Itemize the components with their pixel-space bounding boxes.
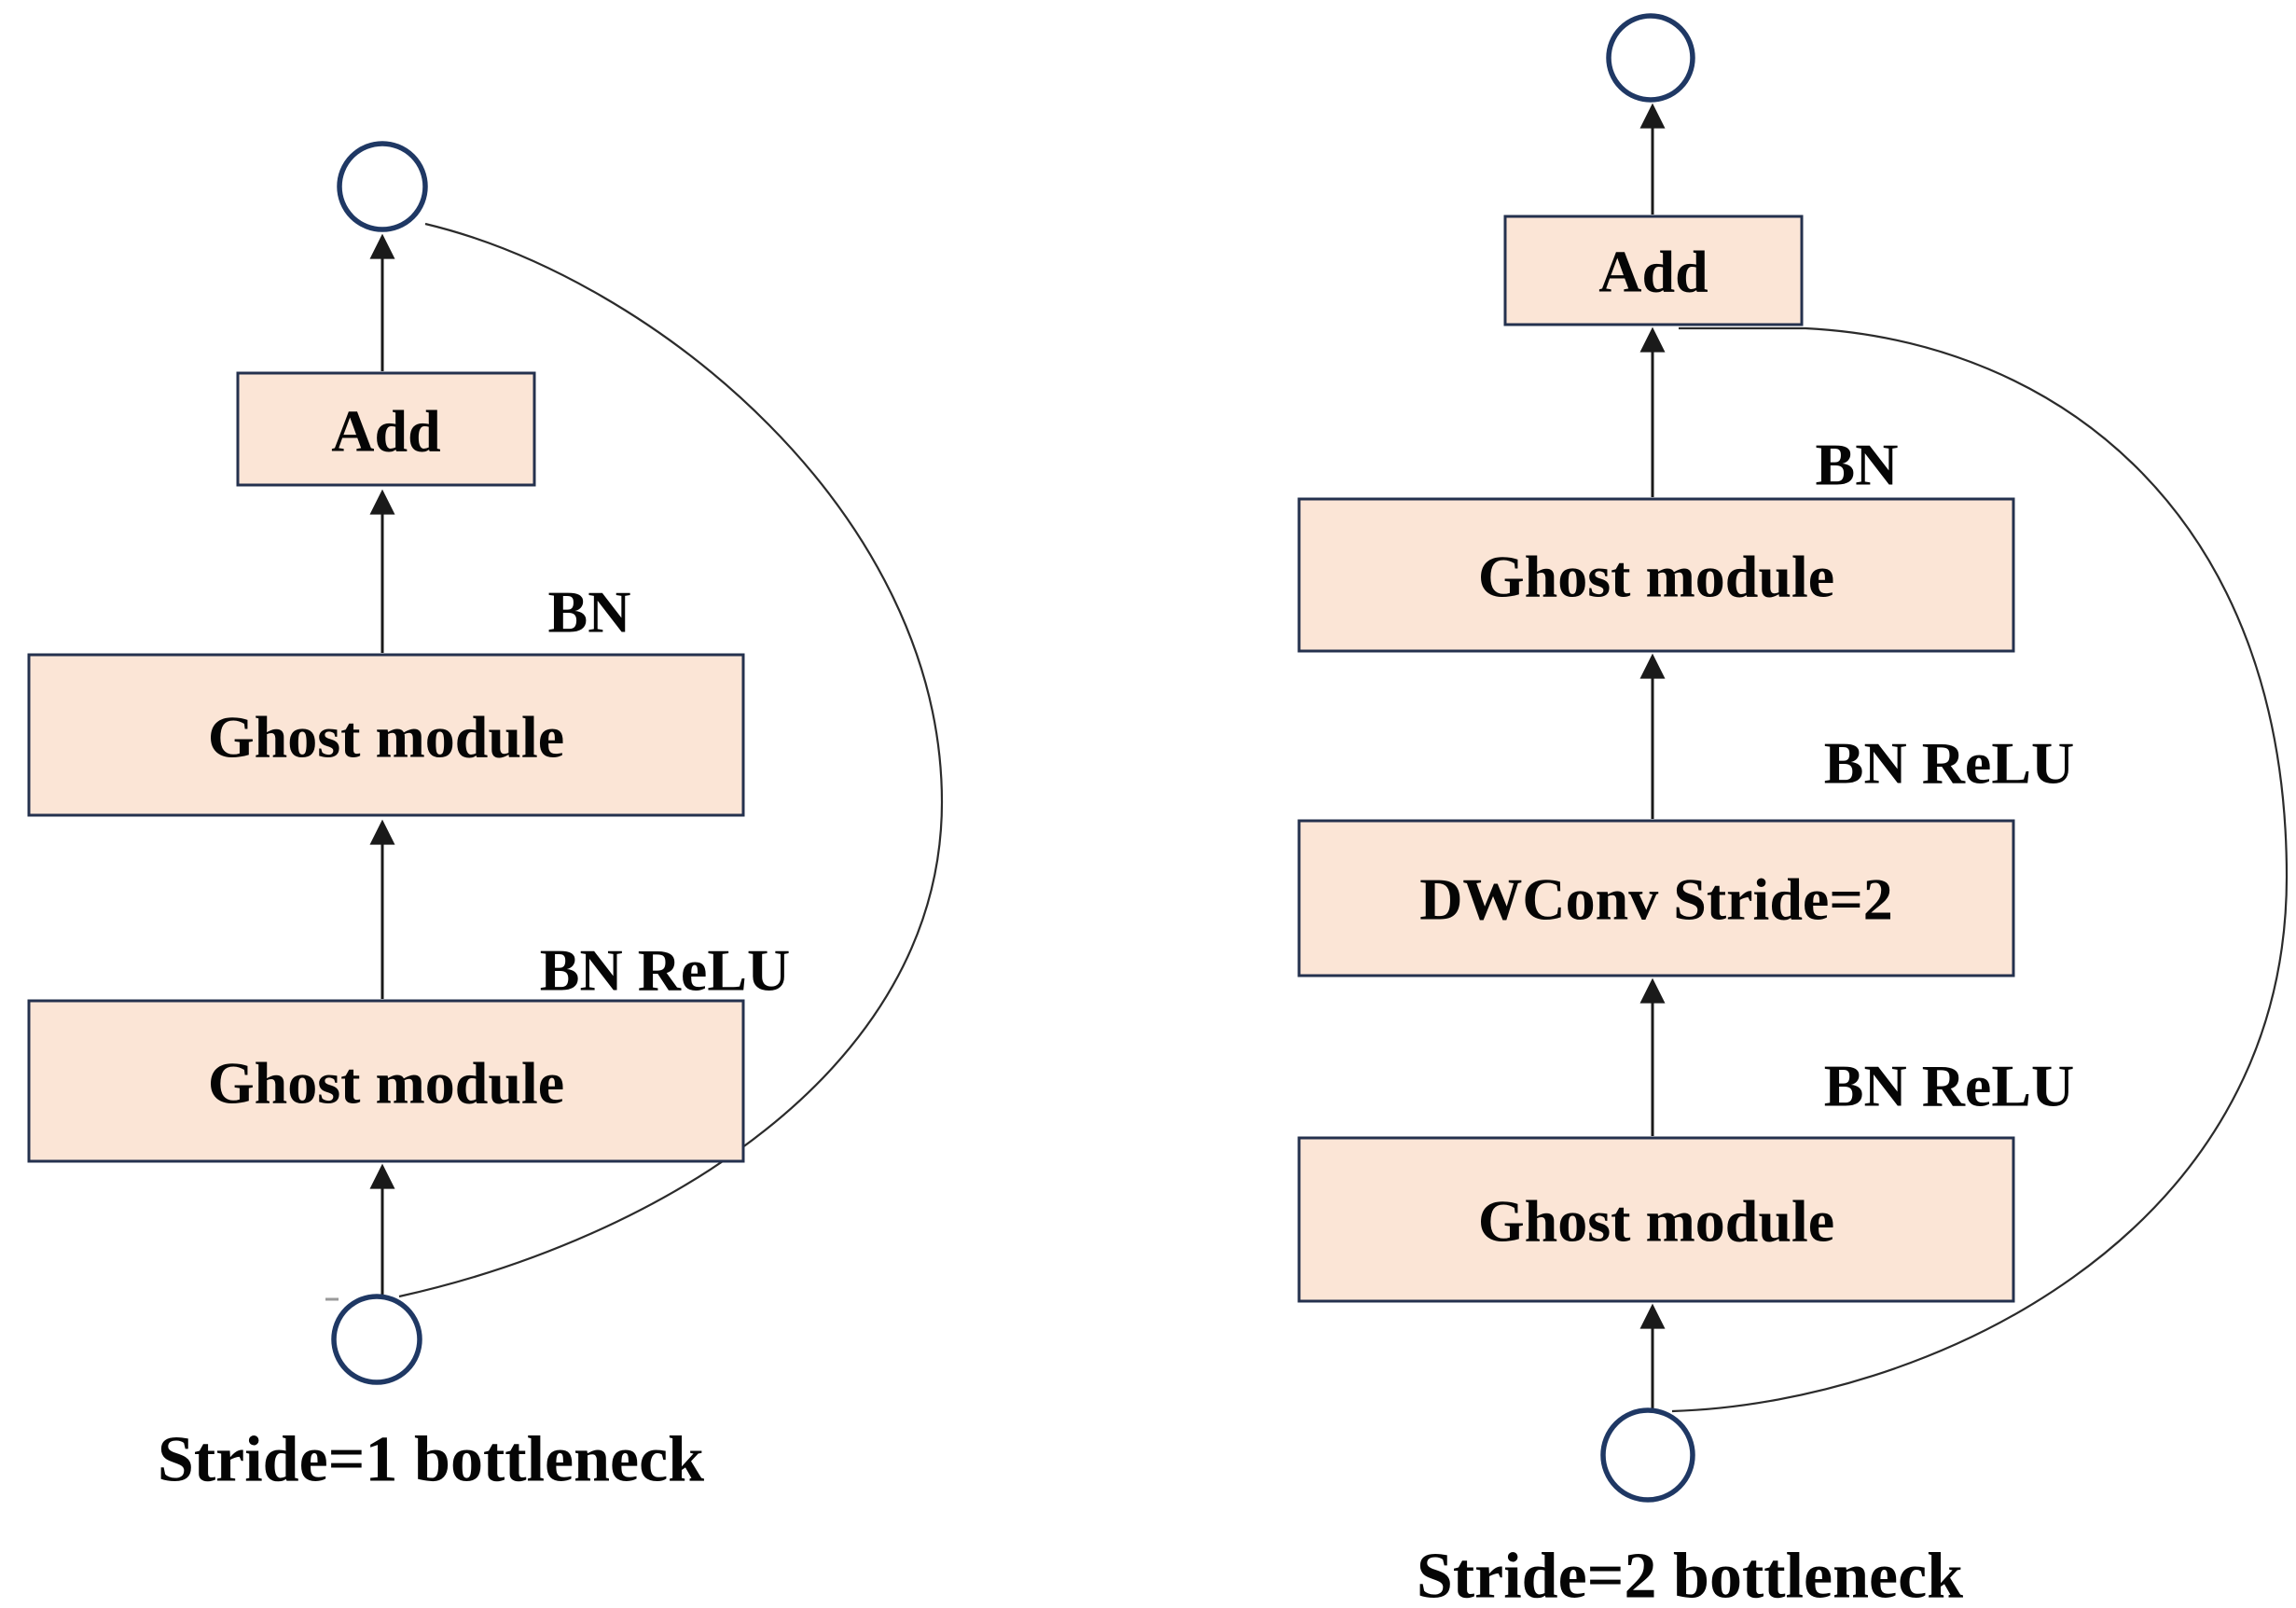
stride1-ghost-upper-box — [27, 653, 745, 817]
stride2-dwconv-label: DWConv Stride=2 — [1419, 866, 1893, 933]
stride1-input-node — [331, 1294, 422, 1385]
stride2-bn-label: BN — [1816, 432, 1899, 498]
stride2-output-node — [1606, 13, 1695, 103]
stride2-ghost-lower-label: Ghost module — [1478, 1188, 1834, 1255]
stride2-ghost-upper-label: Ghost module — [1478, 544, 1834, 610]
stride1-add-label: Add — [331, 398, 440, 464]
stride1-add-box — [236, 371, 536, 487]
stride1-caption: Stride=1 bottleneck — [158, 1424, 704, 1496]
stride2-skip-connection-curve — [1671, 326, 2289, 1413]
stride2-bn-relu-lower-label: BN ReLU — [1824, 1053, 2074, 1119]
stride1-bottleneck-diagram: Add Ghost module Ghost module BN BN ReLU… — [27, 141, 944, 1496]
stride1-ghost-upper-label: Ghost module — [208, 704, 564, 770]
stride2-dwconv-box — [1297, 819, 2015, 977]
stride2-ghost-upper-box — [1297, 497, 2015, 653]
stride2-input-node — [1600, 1407, 1695, 1503]
stride1-bn-relu-label: BN ReLU — [540, 937, 790, 1004]
stride1-ghost-lower-label: Ghost module — [208, 1050, 564, 1116]
stride1-output-node — [337, 141, 428, 232]
stride2-bottleneck-diagram: Add Ghost module DWConv Stride=2 Ghost m… — [1297, 13, 2289, 1608]
stride2-caption: Stride=2 bottleneck — [1417, 1541, 1963, 1608]
stride1-ghost-lower-box — [27, 999, 745, 1163]
stride2-ghost-lower-box — [1297, 1136, 2015, 1303]
stride1-skip-connection-curve — [398, 222, 944, 1298]
stride2-add-label: Add — [1598, 239, 1708, 305]
stride1-bn-label: BN — [548, 579, 631, 645]
stride2-bn-relu-upper-label: BN ReLU — [1824, 730, 2074, 797]
stride2-add-box — [1503, 215, 1804, 326]
